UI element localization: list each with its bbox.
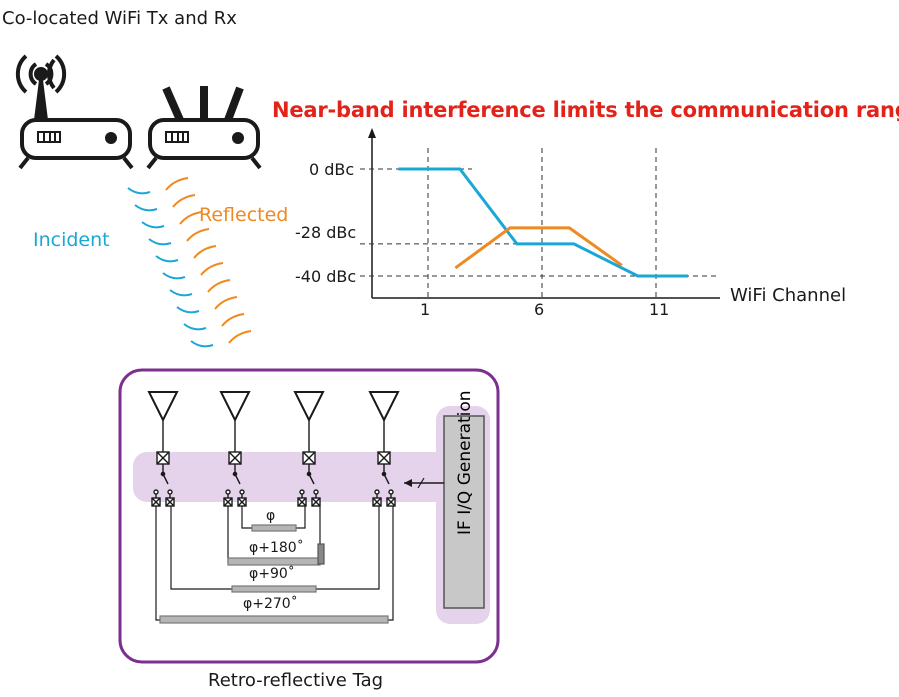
mixer-cross: [386, 497, 396, 507]
x-tick-label: 6: [534, 300, 545, 319]
mixer-cross: [377, 451, 391, 465]
phase-label: φ: [266, 508, 276, 524]
mixer-cross: [223, 497, 233, 507]
y-tick-label: 0 dBc: [309, 160, 355, 179]
incident-wave-arc: [169, 289, 193, 297]
reflected-label: Reflected: [199, 204, 289, 226]
tag-border: [118, 368, 500, 664]
switch-node: [381, 471, 387, 477]
incident-label: Incident: [33, 229, 110, 251]
reflected-wave-arc: [221, 313, 245, 327]
x-tick-label: 11: [649, 300, 670, 319]
mixer-cross: [302, 451, 316, 465]
switch-node: [306, 471, 312, 477]
incident-wave-arc: [141, 221, 165, 229]
incident-wave-icon: [127, 187, 214, 348]
y-tick-label: -40 dBc: [295, 267, 357, 286]
chart-series: [398, 167, 688, 278]
mixer-cross: [228, 451, 242, 465]
antenna-icon: [293, 391, 325, 423]
x-tick-label: 1: [420, 300, 431, 319]
router-rx-icon: [146, 86, 262, 170]
reflected-wave-arc: [165, 177, 189, 191]
incident-wave-arc: [134, 204, 158, 212]
iq-generation-label: IF I/Q Generation: [455, 390, 475, 535]
mixer-cross: [156, 451, 170, 465]
reflected-wave-arc: [228, 330, 252, 344]
interference-chart: [360, 128, 720, 299]
switch-contact: [225, 489, 231, 495]
router-tx-icon: [15, 54, 134, 170]
series-line-0: [398, 167, 688, 278]
antenna-icon: [368, 391, 400, 423]
incident-wave-arc: [127, 187, 151, 195]
incident-wave-arc: [148, 238, 172, 246]
phase-shifter-lines: [155, 506, 394, 624]
incident-wave-arc: [183, 323, 207, 331]
phase-label: φ+180˚: [249, 540, 304, 556]
switch-contact: [374, 489, 380, 495]
headline-text: Near-band interference limits the commun…: [272, 98, 899, 122]
phase-label: φ+90˚: [249, 566, 295, 582]
reflected-wave-icon: [165, 177, 252, 344]
figure-title: Co-located WiFi Tx and Rx: [2, 8, 237, 29]
incident-wave-arc: [155, 255, 179, 263]
y-axis-arrow-icon: [368, 128, 376, 138]
switch-contact: [167, 489, 173, 495]
antenna-icon: [147, 391, 179, 423]
mixer-cross: [372, 497, 382, 507]
y-tick-label: -28 dBc: [295, 223, 357, 242]
incident-wave-arc: [176, 306, 200, 314]
mixer-cross: [151, 497, 161, 507]
antenna-chains: [147, 391, 400, 507]
reflected-wave-arc: [172, 194, 196, 208]
switch-contact: [313, 489, 319, 495]
phase-label: φ+270˚: [243, 596, 298, 612]
reflected-wave-arc: [193, 245, 217, 259]
switch-node: [232, 471, 238, 477]
reflected-wave-arc: [207, 279, 231, 293]
switch-contact: [153, 489, 159, 495]
reflected-wave-arc: [186, 228, 210, 242]
tag-caption: Retro-reflective Tag: [208, 670, 384, 691]
mixer-cross: [311, 497, 321, 507]
switch-contact: [299, 489, 305, 495]
mixer-cross: [165, 497, 175, 507]
iq-generation-box: [443, 415, 485, 609]
incident-wave-arc: [190, 340, 214, 348]
reflected-wave-arc: [179, 211, 203, 225]
x-axis-label: WiFi Channel: [730, 285, 847, 306]
antenna-icon: [219, 391, 251, 423]
incident-wave-arc: [162, 272, 186, 280]
switch-contact: [239, 489, 245, 495]
reflected-wave-arc: [200, 262, 224, 276]
mixer-cross: [297, 497, 307, 507]
series-line-1: [454, 226, 623, 270]
reflected-wave-arc: [214, 296, 238, 310]
control-arrow-icon: [404, 479, 412, 487]
switch-node: [160, 471, 166, 477]
switch-contact: [388, 489, 394, 495]
mixer-cross: [237, 497, 247, 507]
